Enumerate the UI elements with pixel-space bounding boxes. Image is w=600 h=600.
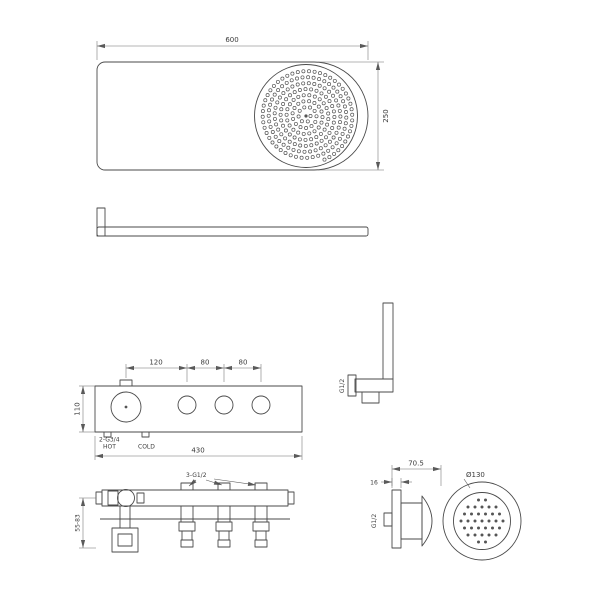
jet-nozzle-pattern (459, 498, 505, 544)
jet-inlet-nub (383, 512, 393, 527)
shower-head-top-view: 600 250 (96, 36, 390, 171)
diameter-leader (463, 478, 471, 489)
mixer-cartridge (117, 489, 135, 507)
cold-label: COLD (138, 444, 155, 451)
panel-top-stem (119, 379, 133, 387)
outlet-thread-label: 3-G1/2 (186, 472, 207, 479)
inlet-thread-label: 2-G3/4 (99, 437, 120, 444)
dim-label-mount-depth: 55-83 (75, 514, 82, 532)
valve-cartridge-1 (178, 482, 196, 548)
knob-1 (177, 395, 197, 415)
spray-center-dot (304, 114, 308, 118)
arm-bracket (354, 378, 394, 393)
panel-outline (94, 385, 303, 433)
manifold-bar (101, 489, 289, 507)
shower-head-side-view (96, 207, 369, 237)
mixer-nut (107, 490, 119, 506)
valve-cartridge-2 (215, 482, 233, 548)
manifold-end-cap-right (287, 491, 295, 505)
arm-wall-flange (347, 374, 357, 397)
jet-thread-label: G1/2 (371, 514, 378, 528)
spray-nozzle-pattern (260, 69, 355, 162)
jet-face-inner (453, 492, 511, 550)
dim-label-pitch-1: 120 (149, 359, 162, 367)
outlet-leader-2 (205, 479, 223, 486)
jet-face-outer (442, 481, 522, 561)
supply-arm-side-view: G1/2 (339, 302, 394, 404)
dim-label-pitch-2: 80 (201, 359, 210, 367)
outlet-leader-3 (213, 478, 257, 486)
hot-inlet-tick (103, 431, 112, 438)
valve-body-back-view: 3-G1/2 (75, 472, 295, 553)
arm-thread-label: G1/2 (339, 379, 346, 393)
dim-label-panel-width: 430 (191, 447, 204, 455)
knob-2 (214, 395, 234, 415)
dim-label-panel-height: 110 (74, 402, 82, 415)
mixer-side-fitting (136, 492, 145, 504)
jet-body (400, 502, 423, 540)
dim-label-plate-thickness: 16 (370, 480, 378, 487)
manifold-end-cap-left (95, 491, 103, 505)
jet-face-profile (421, 495, 433, 547)
body-jet-front-view: Ø130 (442, 471, 522, 561)
head-slab-profile (96, 226, 369, 237)
body-jet-side-view: 70.5 16 G1/2 (370, 460, 442, 549)
hot-label: HOT (103, 444, 116, 451)
dim-label-head-depth: 250 (382, 109, 390, 122)
dim-label-head-width: 600 (225, 36, 238, 44)
arm-outlet-nub (361, 391, 380, 404)
knob-3 (251, 395, 271, 415)
mixer-stem (119, 505, 131, 529)
dim-label-jet-diameter: Ø130 (466, 471, 485, 479)
main-knob-center (124, 405, 128, 409)
main-knob (110, 391, 142, 423)
shower-head-outline (96, 61, 369, 171)
inlet-block-inner (117, 533, 133, 547)
arm-pipe (382, 302, 394, 380)
inlet-block (111, 527, 139, 553)
spray-face-outline (254, 64, 358, 168)
jet-wall-plate (391, 489, 402, 549)
control-panel-front-view: 120 80 80 110 2-G3/4 HOT COLD 430 (74, 359, 303, 460)
valve-cartridge-3 (252, 482, 270, 548)
dim-label-pitch-3: 80 (239, 359, 248, 367)
dim-label-jet-depth: 70.5 (408, 460, 424, 468)
head-wall-tab-profile (96, 207, 106, 237)
cold-inlet-tick (141, 431, 150, 438)
